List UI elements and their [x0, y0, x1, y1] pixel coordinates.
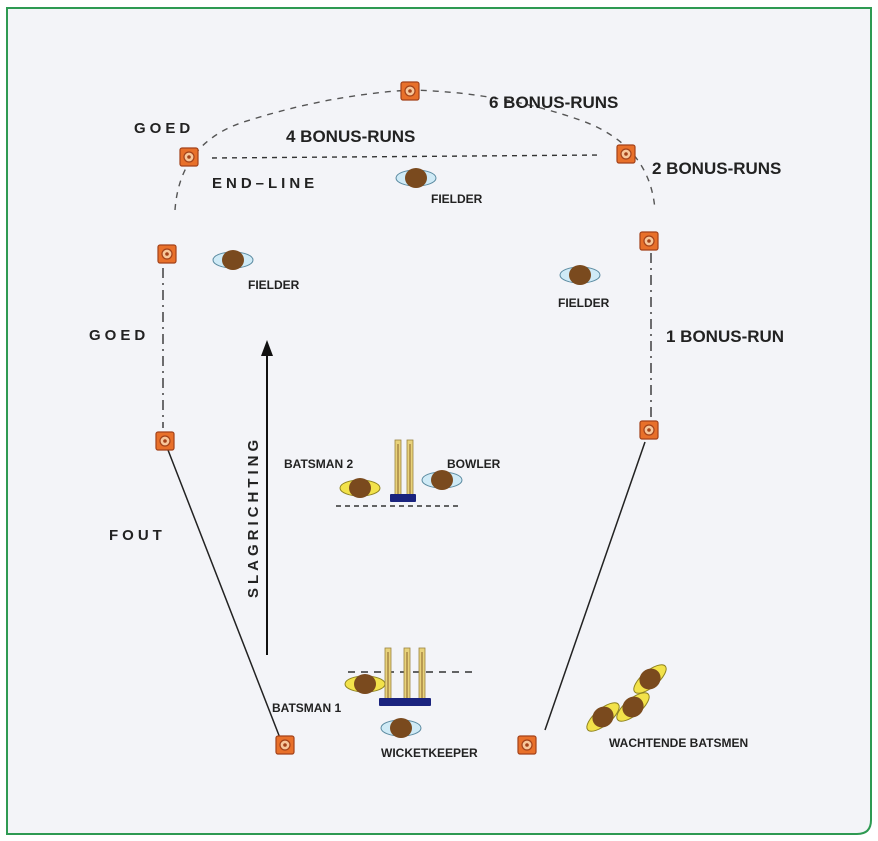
boundary-marker-icon	[155, 431, 175, 451]
diagram-frame	[6, 7, 872, 835]
waiting-batsman-icon	[616, 692, 650, 722]
boundary-marker-icon	[275, 735, 295, 755]
waiting-batsman-icon	[586, 702, 620, 732]
label-1-bonus-run: 1 BONUS-RUN	[666, 327, 784, 346]
label-goed-side: GOED	[89, 327, 149, 344]
label-fielder-top: FIELDER	[431, 192, 483, 206]
arrow-head-icon	[261, 340, 273, 356]
waiting-batsman-icon	[633, 664, 667, 694]
boundary-marker-icon	[639, 420, 659, 440]
boundary-marker-icon	[157, 244, 177, 264]
label-bowler: BOWLER	[447, 457, 501, 471]
label-2-bonus-runs: 2 BONUS-RUNS	[652, 159, 781, 178]
label-wicketkeeper: WICKETKEEPER	[381, 746, 478, 760]
wicket-batting-end-icon	[379, 647, 431, 706]
boundary-marker-icon	[400, 81, 420, 101]
label-slagrichting: SLAGRICHTING	[245, 436, 262, 598]
label-end-line: END–LINE	[212, 175, 318, 192]
boundary-marker-icon	[616, 144, 636, 164]
wicket-bowler-end-icon	[390, 439, 416, 502]
boundary-marker-icon	[517, 735, 537, 755]
label-fielder-left: FIELDER	[248, 278, 300, 292]
label-wachtende-batsmen: WACHTENDE BATSMEN	[609, 736, 748, 750]
label-fout: FOUT	[109, 527, 166, 544]
right-foul-line	[544, 441, 646, 731]
boundary-marker-icon	[639, 231, 659, 251]
label-fielder-right: FIELDER	[558, 296, 610, 310]
label-batsman-1: BATSMAN 1	[272, 701, 341, 715]
left-foul-line	[167, 449, 281, 739]
label-4-bonus-runs: 4 BONUS-RUNS	[286, 127, 415, 146]
label-batsman-2: BATSMAN 2	[284, 457, 353, 471]
label-6-bonus-runs: 6 BONUS-RUNS	[489, 93, 618, 112]
label-goed-top: GOED	[134, 120, 194, 137]
boundary-marker-icon	[179, 147, 199, 167]
